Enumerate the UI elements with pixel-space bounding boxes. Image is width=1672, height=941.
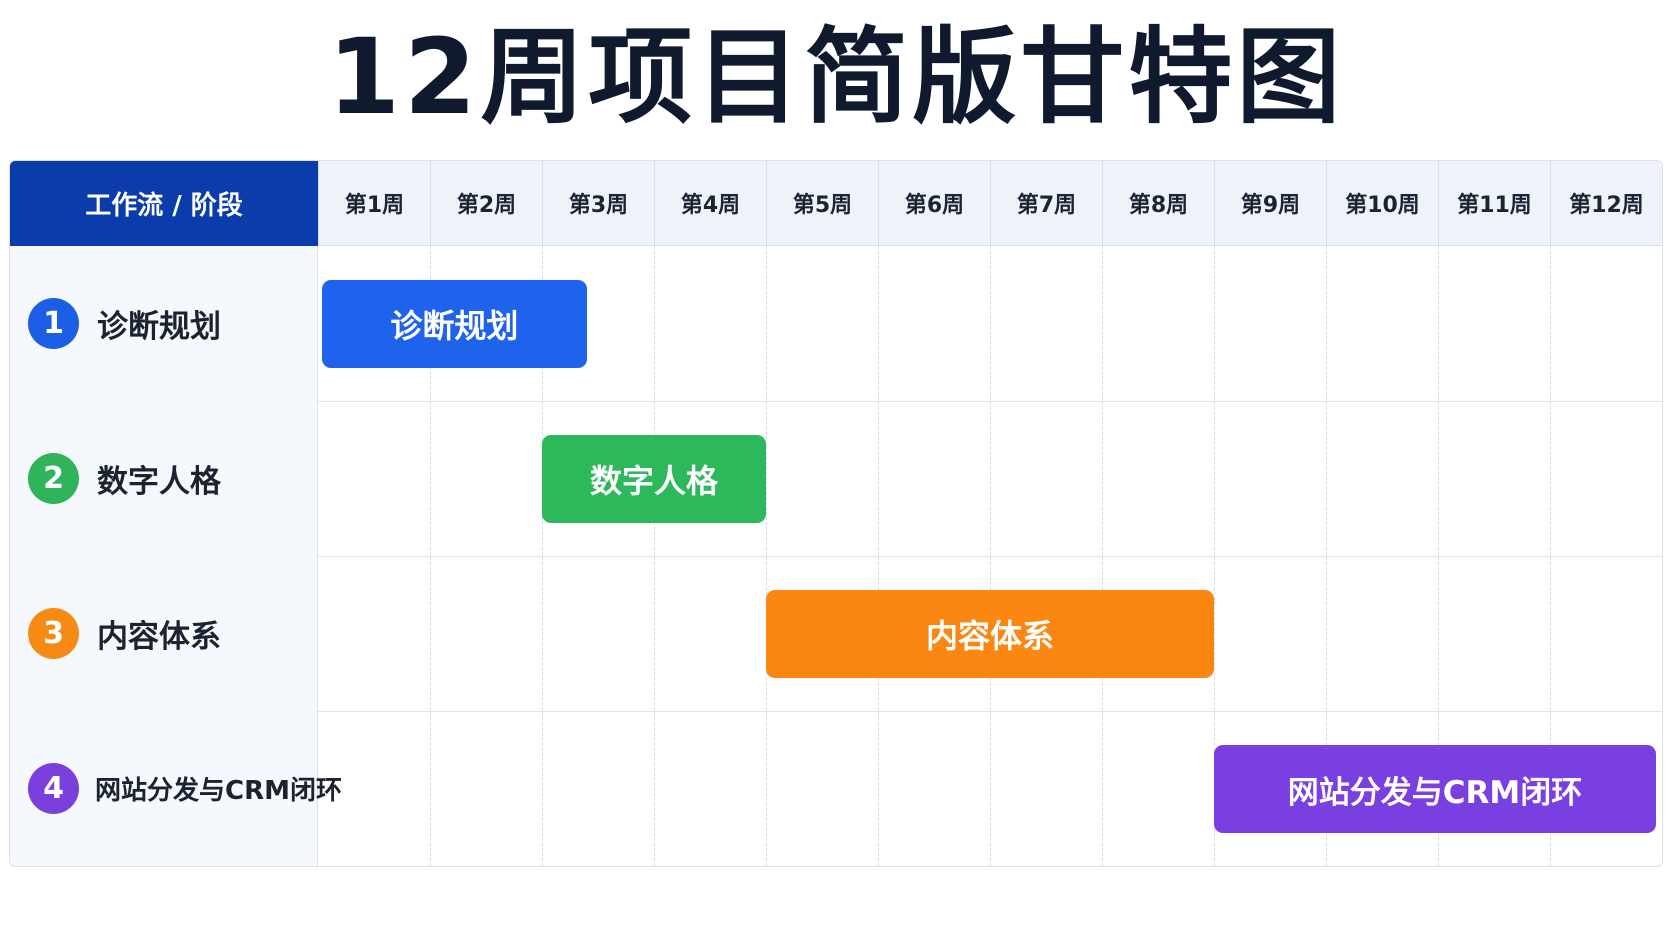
row-divider	[10, 711, 1662, 712]
week-header-9: 第9周	[1214, 161, 1326, 246]
week-header-7: 第7周	[990, 161, 1102, 246]
task-bar: 网站分发与CRM闭环	[1214, 745, 1656, 833]
week-header-12: 第12周	[1550, 161, 1662, 246]
gantt-chart: 工作流 / 阶段 第1周第2周第3周第4周第5周第6周第7周第8周第9周第10周…	[9, 160, 1663, 867]
task-number-badge: 2	[28, 453, 79, 504]
task-bar: 诊断规划	[322, 280, 587, 368]
task-number-badge: 3	[28, 608, 79, 659]
task-label-cell: 4 网站分发与CRM闭环	[10, 711, 342, 866]
task-label-cell: 3 内容体系	[10, 556, 318, 711]
task-name: 网站分发与CRM闭环	[95, 776, 342, 806]
task-label-cell: 2 数字人格	[10, 401, 318, 556]
week-header-10: 第10周	[1326, 161, 1438, 246]
week-header-8: 第8周	[1102, 161, 1214, 246]
task-label-cell: 1 诊断规划	[10, 246, 318, 401]
task-number-badge: 1	[28, 298, 79, 349]
row-divider	[10, 401, 1662, 402]
row-header-label: 工作流 / 阶段	[10, 161, 318, 246]
week-header-4: 第4周	[654, 161, 766, 246]
task-name: 数字人格	[97, 464, 221, 500]
week-header-11: 第11周	[1438, 161, 1550, 246]
week-header-3: 第3周	[542, 161, 654, 246]
task-name: 内容体系	[97, 619, 221, 655]
week-header-5: 第5周	[766, 161, 878, 246]
task-name: 诊断规划	[97, 309, 221, 345]
week-header-6: 第6周	[878, 161, 990, 246]
page-title: 12周项目简版甘特图	[327, 16, 1345, 138]
task-bar: 数字人格	[542, 435, 766, 523]
task-bar: 内容体系	[766, 590, 1214, 678]
task-number-badge: 4	[28, 763, 79, 814]
week-header-2: 第2周	[430, 161, 542, 246]
week-header-1: 第1周	[318, 161, 430, 246]
row-divider	[10, 556, 1662, 557]
